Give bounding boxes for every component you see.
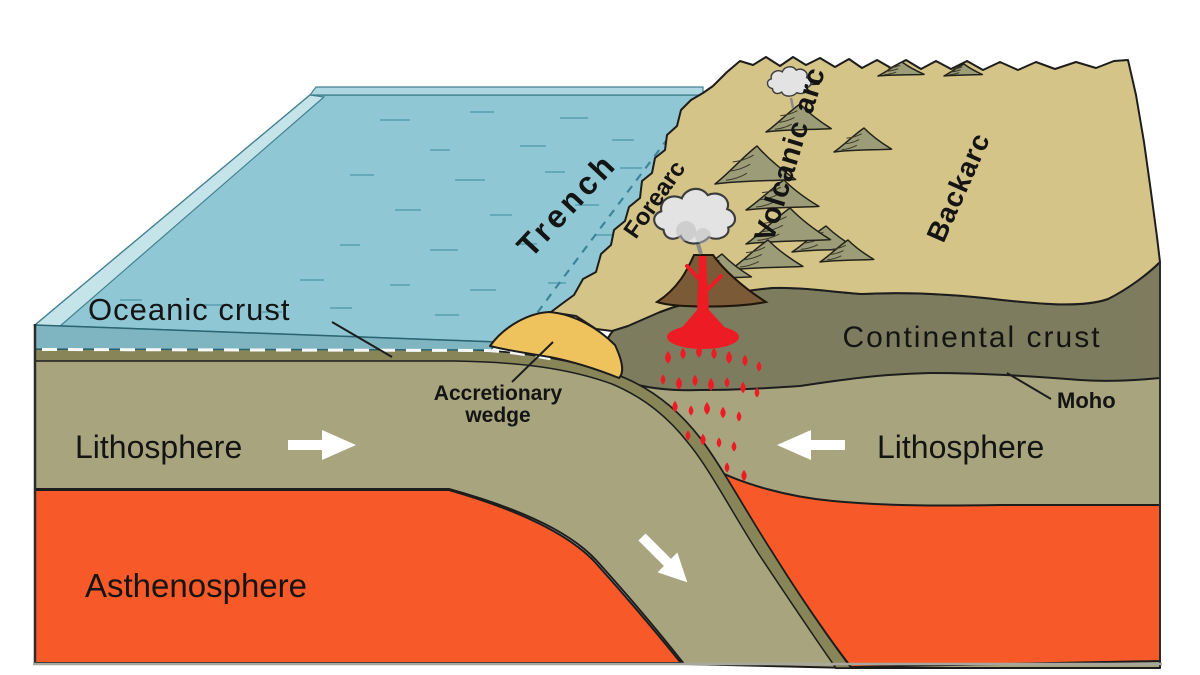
asthenosphere-region-left [34, 489, 682, 664]
lithosphere-left-label: Lithosphere [75, 429, 242, 465]
moho-label: Moho [1057, 388, 1116, 413]
smoke-stem-small [789, 97, 795, 109]
ocean-surface-group [33, 86, 704, 343]
volcano [654, 254, 769, 482]
slab-descent-arrow [638, 533, 688, 583]
ocean-back-bevel [308, 86, 704, 96]
accretionary-wedge-pointer-line [511, 341, 554, 383]
asthenosphere-label: Asthenosphere [85, 567, 307, 604]
oceanic-crust-label: Oceanic crust [88, 292, 291, 327]
magma-chamber [667, 325, 739, 349]
lithosphere-right-label: Lithosphere [877, 429, 1044, 465]
accretionary-wedge-region [489, 311, 624, 379]
seafloor-sediment-line [41, 348, 553, 361]
magma-conduit [667, 256, 739, 349]
accretionary-wedge-label-line2: wedge [464, 404, 530, 427]
moho-pointer-line [1006, 372, 1052, 400]
smoke-shading [695, 228, 711, 244]
plate-arrow-right [777, 430, 845, 460]
plate-motion-arrows [288, 430, 845, 583]
plate-arrow-left [288, 430, 356, 460]
land-surface [496, 56, 1161, 343]
eruption-clouds [653, 66, 812, 255]
oceanic-crust-band [34, 348, 852, 669]
smoke-shading [676, 221, 696, 241]
water-ripples [90, 111, 642, 319]
oceanic-crust-pointer-line [331, 321, 393, 358]
pointer-lines [331, 321, 1052, 400]
continental-crust-label: Continental crust [842, 321, 1101, 354]
volcano-cone [654, 254, 769, 308]
block-borders [33, 262, 1162, 666]
accretionary-wedge-label-line1: Accretionary [434, 382, 563, 405]
